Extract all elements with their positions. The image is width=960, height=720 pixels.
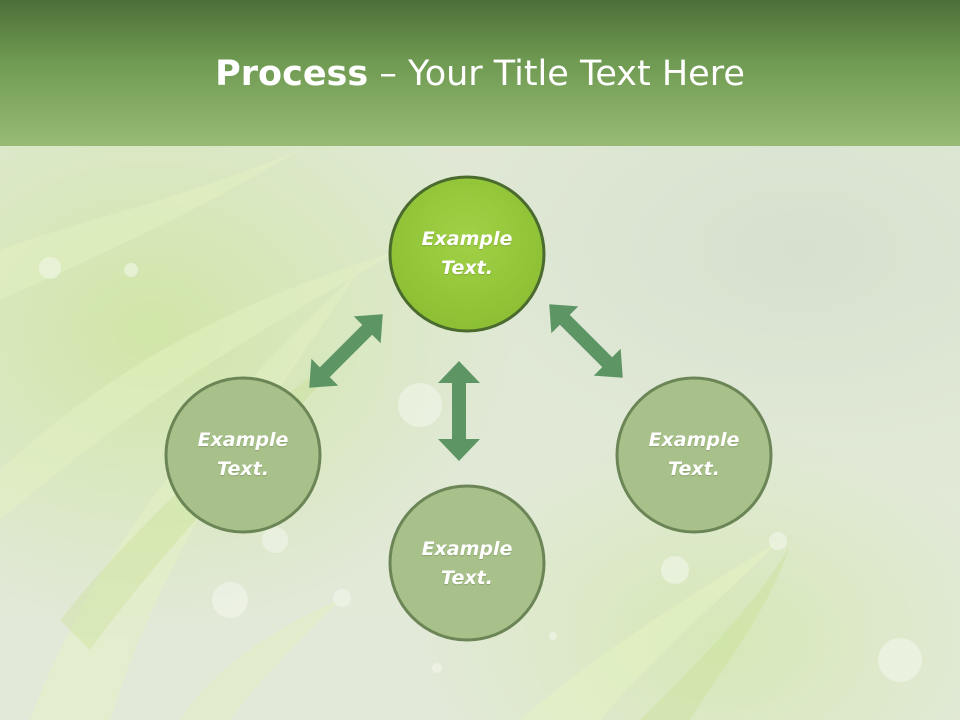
double-arrow-vertical xyxy=(438,361,480,461)
title-bold: Process xyxy=(215,54,369,94)
node-right-line2: Text. xyxy=(668,458,720,480)
node-top-circle xyxy=(388,175,546,333)
node-top-label: Example Text. xyxy=(387,225,547,283)
node-left-circle xyxy=(164,376,322,534)
slide-title: Process – Your Title Text Here xyxy=(0,52,960,96)
node-left-label: Example Text. xyxy=(163,426,323,484)
node-bottom-line1: Example xyxy=(421,538,513,560)
node-left-line2: Text. xyxy=(217,458,269,480)
node-right-circle xyxy=(615,376,773,534)
node-right-label: Example Text. xyxy=(614,426,774,484)
title-rest: – Your Title Text Here xyxy=(368,54,745,94)
node-top-line2: Text. xyxy=(441,257,493,279)
title-banner xyxy=(0,0,960,146)
double-arrow-right xyxy=(549,304,623,378)
node-bottom-circle xyxy=(388,484,546,642)
node-bottom-line2: Text. xyxy=(441,567,493,589)
node-bottom-label: Example Text. xyxy=(387,535,547,593)
double-arrow-left xyxy=(309,314,383,388)
node-top-line1: Example xyxy=(421,228,513,250)
node-left-line1: Example xyxy=(197,429,289,451)
node-right-line1: Example xyxy=(648,429,740,451)
